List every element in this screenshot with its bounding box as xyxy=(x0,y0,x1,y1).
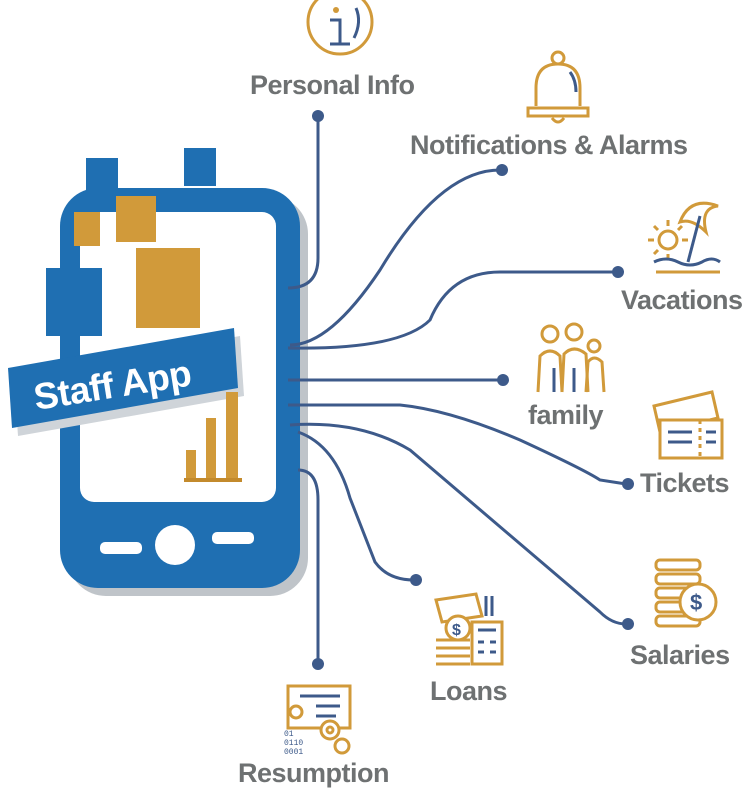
connector-tickets xyxy=(288,403,627,486)
app-title-banner: Staff App xyxy=(8,328,244,436)
calculator-icon: $ xyxy=(434,592,504,666)
svg-text:0110: 0110 xyxy=(284,739,303,748)
family-icon xyxy=(536,322,606,393)
dot-resumption xyxy=(312,658,324,670)
svg-text:$: $ xyxy=(690,590,702,615)
connector-loans xyxy=(297,430,415,582)
beach-umbrella-icon xyxy=(648,201,721,274)
label-notifications: Notifications & Alarms xyxy=(410,130,688,160)
document-gears-icon: 01 0110 0001 xyxy=(284,684,352,757)
svg-text:0001: 0001 xyxy=(284,748,303,757)
dot-notifications xyxy=(496,164,508,176)
phone-right-slot xyxy=(212,532,254,544)
connector-personal-info xyxy=(287,118,320,290)
connector-dots xyxy=(312,110,634,670)
coins-icon: $ xyxy=(654,558,718,628)
connectors xyxy=(287,118,627,662)
label-personal-info: Personal Info xyxy=(250,70,415,100)
dot-tickets xyxy=(622,478,634,490)
svg-text:$: $ xyxy=(452,622,461,639)
svg-text:01: 01 xyxy=(284,730,294,739)
phone-home-button xyxy=(155,525,195,565)
label-family: family xyxy=(528,400,604,430)
info-icon xyxy=(306,0,374,56)
label-loans: Loans xyxy=(430,676,508,706)
dot-loans xyxy=(410,574,422,586)
ticket-icon xyxy=(652,390,724,460)
label-vacations: Vacations xyxy=(621,285,743,315)
label-resumption: Resumption xyxy=(238,758,390,788)
connector-notifications xyxy=(289,168,501,347)
connector-resumption xyxy=(297,468,320,662)
connector-vacations xyxy=(287,270,616,350)
connector-salaries xyxy=(289,422,627,626)
dot-vacations xyxy=(612,266,624,278)
phone-left-slot xyxy=(100,542,142,554)
dot-personal-info xyxy=(312,110,324,122)
pixel-squares-decoration xyxy=(46,148,216,336)
label-tickets: Tickets xyxy=(640,468,730,498)
dot-family xyxy=(497,374,509,386)
bell-icon xyxy=(526,50,590,124)
dot-salaries xyxy=(622,618,634,630)
label-salaries: Salaries xyxy=(630,640,730,670)
bar-chart-icon xyxy=(184,392,242,482)
